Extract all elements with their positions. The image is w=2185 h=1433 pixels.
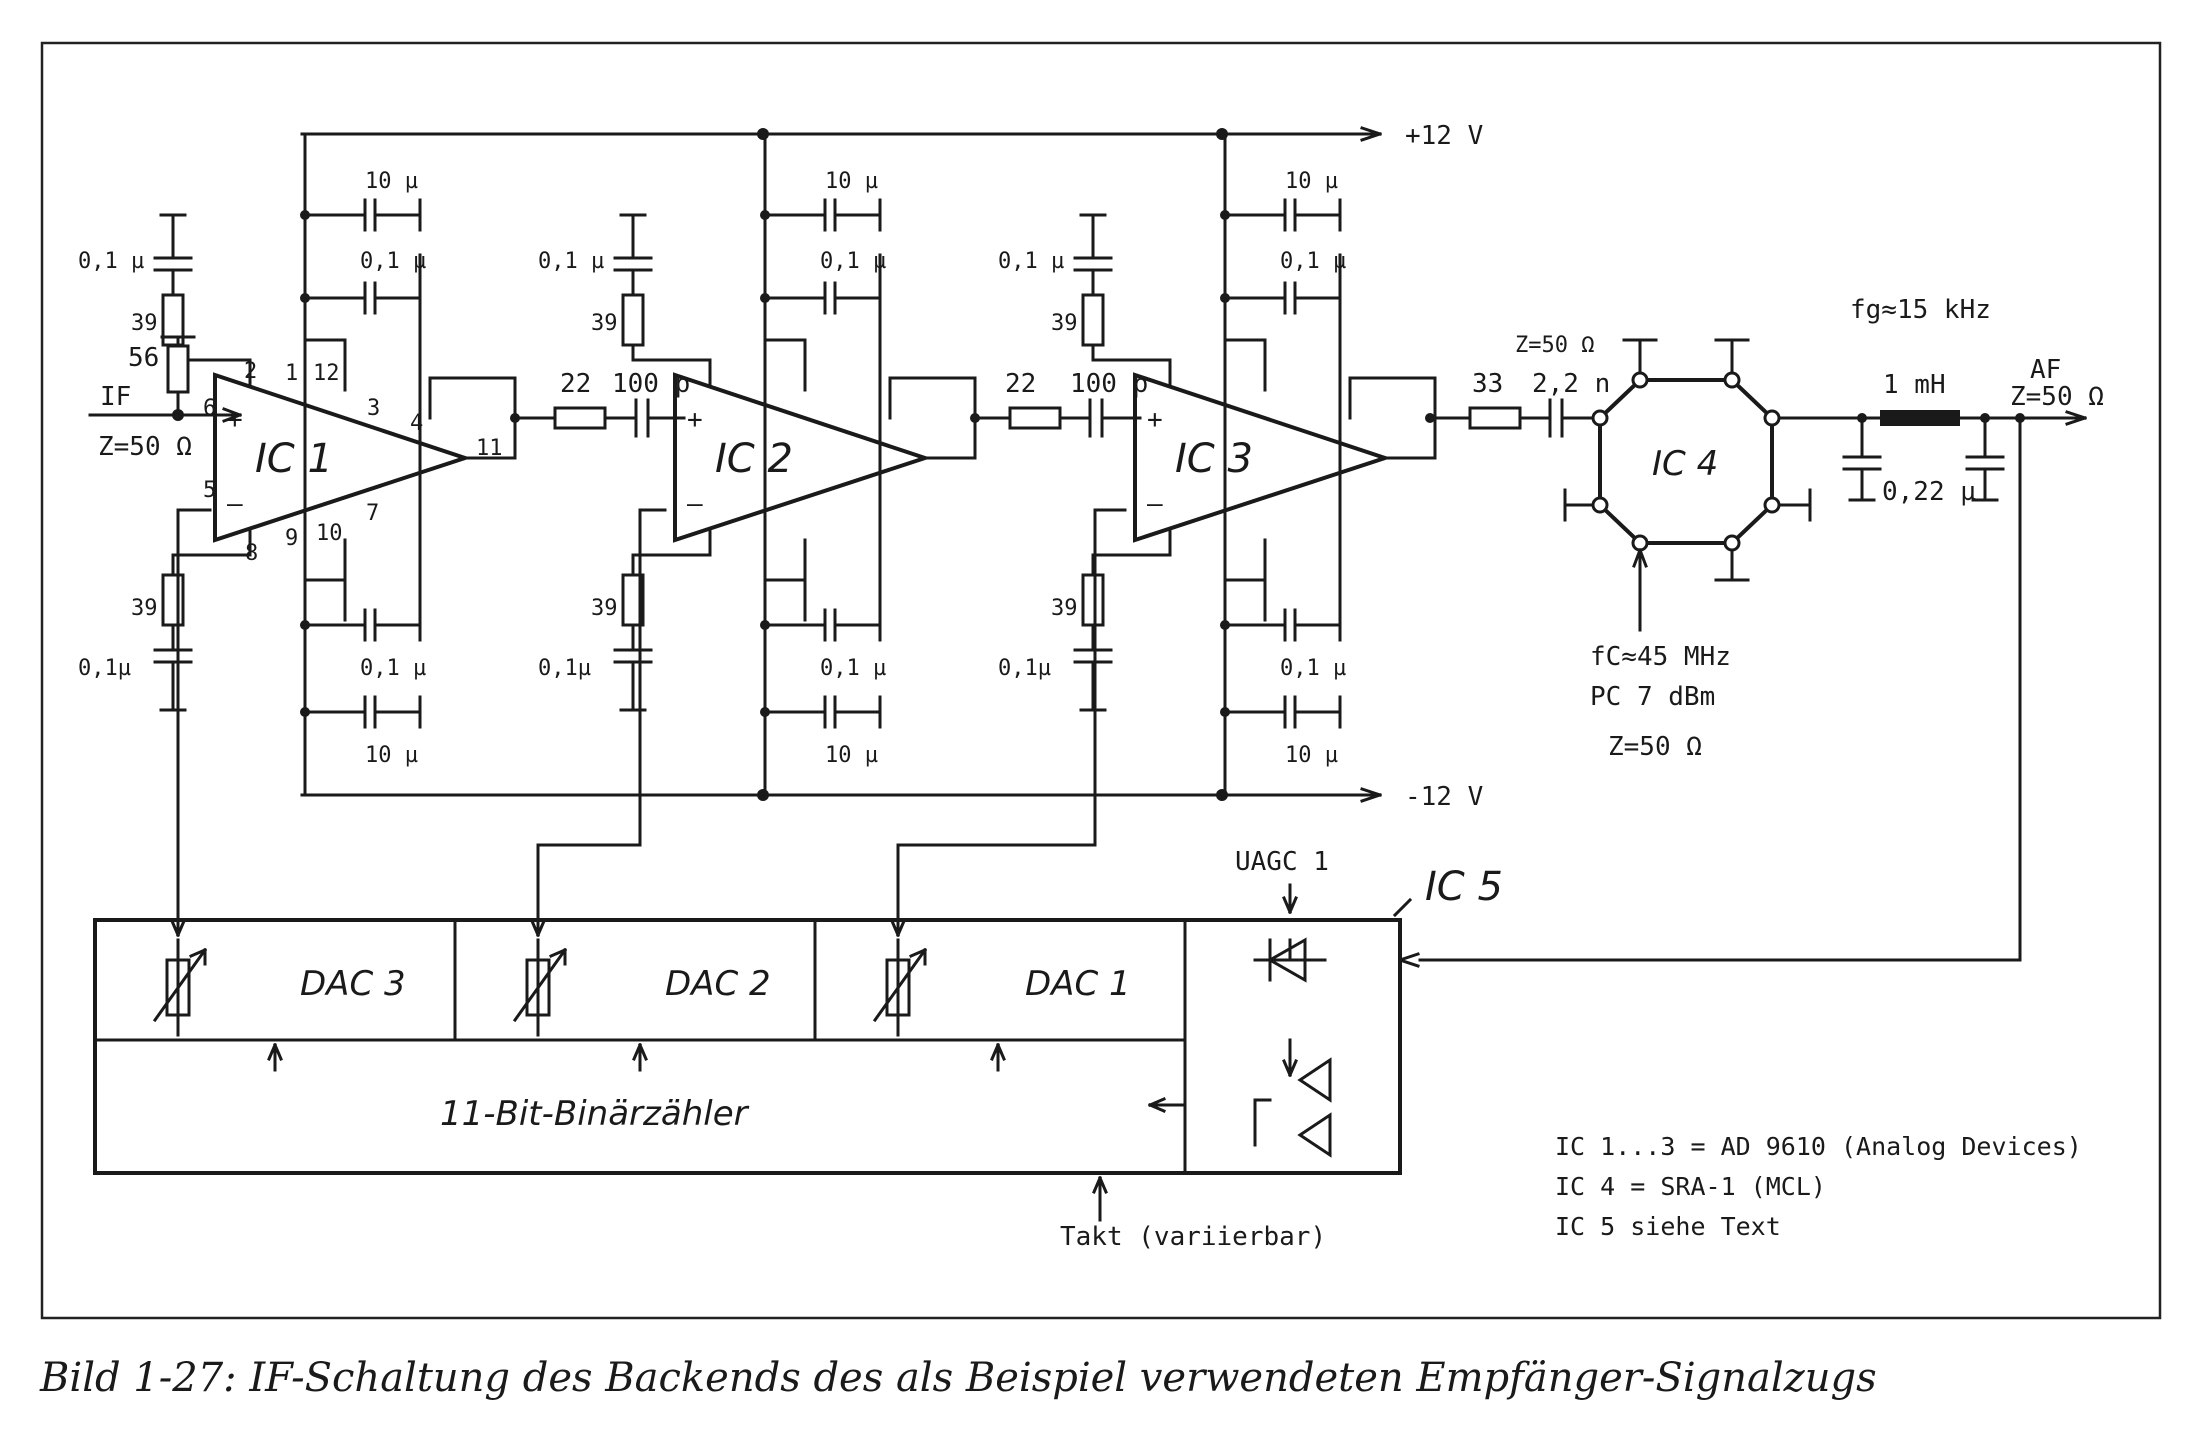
ic-1-label: IC 1 xyxy=(255,436,333,482)
dac-1-label: DAC 1 xyxy=(1025,964,1131,1004)
svg-text:–: – xyxy=(1147,489,1163,519)
counter-label: 11-Bit-Binärzähler xyxy=(440,1094,750,1134)
ic-1-c-top: 0,1 µ xyxy=(360,249,426,274)
controller-ic5: IC 5 UAGC 1 DAC 3 DAC 2 DAC 1 xyxy=(93,508,1503,1252)
mixer-zc: Z=50 Ω xyxy=(1608,732,1702,762)
output-name: AF xyxy=(2030,355,2061,385)
ic-1-r-top: 39 xyxy=(131,311,158,336)
dac-3: DAC 3 xyxy=(152,938,406,1037)
ic-1-pin-4: 4 xyxy=(410,411,423,436)
amp-stage-2: + –IC 2 10 µ 0,1 µ 0,1 µ 39 39 0,1µ 0,1 µ 10 µ xyxy=(538,132,977,797)
ic-2-c-minus_a: 0,1 µ xyxy=(820,656,886,681)
ic-1-c-plus: 10 µ xyxy=(365,169,418,194)
filter-capacitor: 0,22 µ xyxy=(1882,477,1976,507)
ic-2-c-bot: 0,1µ xyxy=(538,656,591,681)
ic-1-pin-7: 7 xyxy=(366,501,379,526)
ic-2-r-bot: 39 xyxy=(591,596,618,621)
rail-neg-label: -12 V xyxy=(1405,782,1483,812)
controller-uagc: UAGC 1 xyxy=(1235,847,1329,877)
ic-3-c-minus_a: 0,1 µ xyxy=(1280,656,1346,681)
dac-2: DAC 2 xyxy=(512,938,771,1037)
mixer-fc: fC≈45 MHz xyxy=(1590,642,1731,672)
svg-text:–: – xyxy=(687,489,703,519)
mixer-ic4: IC 4 Z=50 Ω fC≈45 MHz PC 7 dBm Z=50 Ω xyxy=(1515,333,1812,762)
ic-3-c-input: 0,1 µ xyxy=(998,249,1064,274)
coupling-1-r: 22 xyxy=(560,369,591,399)
rail-pos-label: +12 V xyxy=(1405,121,1483,151)
ic-1-c-input: 0,1 µ xyxy=(78,249,144,274)
ic-1-pin-1: 1 xyxy=(285,361,298,386)
ic-1-pin-5: 5 xyxy=(203,478,216,503)
ic-3-c-top: 0,1 µ xyxy=(1280,249,1346,274)
ic-2-label: IC 2 xyxy=(715,436,793,482)
ic-1-c-minus_a: 0,1 µ xyxy=(360,656,426,681)
ic-1-pin-2: 2 xyxy=(244,359,257,384)
ic-2-c-plus: 10 µ xyxy=(825,169,878,194)
dac-1: DAC 1 xyxy=(872,938,1131,1037)
note-3: IC 5 siehe Text xyxy=(1555,1212,1781,1241)
ic-3-c-minus: 10 µ xyxy=(1285,743,1338,768)
coupling-3-r: 33 xyxy=(1472,369,1503,399)
component-notes: IC 1...3 = AD 9610 (Analog Devices) IC 4… xyxy=(1555,1132,2082,1241)
controller-name: IC 5 xyxy=(1425,864,1503,910)
ic-2-r-top: 39 xyxy=(591,311,618,336)
supply-rails: +12 V -12 V xyxy=(300,121,1483,812)
filter-inductor: 1 mH xyxy=(1883,370,1946,400)
mixer-name: IC 4 xyxy=(1652,444,1718,484)
coupling-1-c: 100 p xyxy=(612,369,690,399)
figure-frame xyxy=(40,41,2162,1320)
ic-2-c-top: 0,1 µ xyxy=(820,249,886,274)
svg-text:+: + xyxy=(1147,405,1163,435)
output-impedance: Z=50 Ω xyxy=(2010,382,2104,412)
ic-1-pin-12: 12 xyxy=(313,361,340,386)
ic-1-c-bot: 0,1µ xyxy=(78,656,131,681)
ic-1-pin-6: 6 xyxy=(203,396,216,421)
svg-text:–: – xyxy=(227,489,243,519)
coupling-2-c: 100 p xyxy=(1070,369,1148,399)
ic-1-c-minus: 10 µ xyxy=(365,743,418,768)
svg-text:+: + xyxy=(687,405,703,435)
ic-1-pin-9: 9 xyxy=(285,526,298,551)
dac-3-label: DAC 3 xyxy=(300,964,406,1004)
dac-2-label: DAC 2 xyxy=(665,964,771,1004)
ic-3-label: IC 3 xyxy=(1175,436,1253,482)
ic-3-c-plus: 10 µ xyxy=(1285,169,1338,194)
note-1: IC 1...3 = AD 9610 (Analog Devices) xyxy=(1555,1132,2082,1161)
coupling-3-c: 2,2 n xyxy=(1532,369,1610,399)
figure-caption: Bild 1-27: IF-Schaltung des Backends des… xyxy=(40,1355,1877,1401)
ic-1-pin-10: 10 xyxy=(316,521,343,546)
coupling-2-r: 22 xyxy=(1005,369,1036,399)
mixer-pc: PC 7 dBm xyxy=(1590,682,1715,712)
ic-2-c-minus: 10 µ xyxy=(825,743,878,768)
note-2: IC 4 = SRA-1 (MCL) xyxy=(1555,1172,1826,1201)
mixer-impedance: Z=50 Ω xyxy=(1515,333,1594,358)
if-input: 56 IF Z=50 Ω xyxy=(88,335,242,462)
input-impedance: Z=50 Ω xyxy=(98,432,192,462)
ic-3-r-top: 39 xyxy=(1051,311,1078,336)
ic-3-c-bot: 0,1µ xyxy=(998,656,1051,681)
ic-3-r-bot: 39 xyxy=(1051,596,1078,621)
ic-1-r-bot: 39 xyxy=(131,596,158,621)
coupling-1: 22 100 p xyxy=(510,369,690,438)
output-filter: fg≈15 kHz 1 mH 0,22 µ AF Z=50 Ω xyxy=(1398,295,2104,968)
ic-2-c-input: 0,1 µ xyxy=(538,249,604,274)
ic-1-pin-3: 3 xyxy=(367,396,380,421)
ic-1-pin-11: 11 xyxy=(476,436,503,461)
coupling-2: 22 100 p xyxy=(970,369,1148,438)
ic-1-pin-8: 8 xyxy=(245,541,258,566)
amp-stage-3: + –IC 3 10 µ 0,1 µ 0,1 µ 39 39 0,1µ 0,1 µ 10 µ xyxy=(998,132,1437,797)
input-resistor-label: 56 xyxy=(128,343,159,373)
filter-fg: fg≈15 kHz xyxy=(1850,295,1991,325)
clock-label: Takt (variierbar) xyxy=(1060,1222,1326,1252)
input-name: IF xyxy=(100,382,131,412)
coupling-3: 33 2,2 n xyxy=(1425,369,1610,438)
